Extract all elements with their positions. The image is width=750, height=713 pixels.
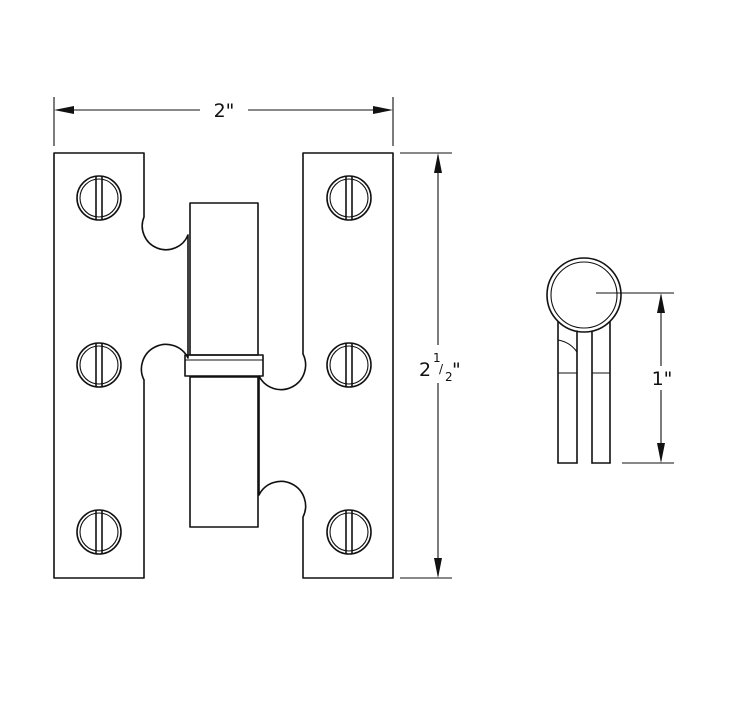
- screw-top-left: [76, 175, 122, 221]
- screw-bottom-left: [76, 509, 122, 555]
- height-numerator: 1: [433, 351, 441, 365]
- width-dimension-label: 2": [214, 100, 235, 122]
- screw-mid-left: [76, 342, 122, 388]
- height-inch-mark: ": [452, 359, 461, 381]
- right-leaf: [258, 152, 394, 579]
- screw-mid-right: [326, 342, 372, 388]
- upper-knuckle: [189, 202, 259, 356]
- screw-top-right: [326, 175, 372, 221]
- height-whole: 2: [419, 359, 431, 381]
- pin-collar: [184, 354, 264, 377]
- hinge-side-view: [546, 257, 622, 464]
- left-leaf: [53, 152, 189, 579]
- lower-knuckle: [189, 376, 259, 528]
- projection-dimension: 1": [596, 292, 680, 464]
- screw-bottom-right: [326, 509, 372, 555]
- height-dimension: 2 1 / 2 ": [400, 152, 464, 579]
- barrel-inner: [550, 261, 618, 329]
- height-denominator: 2: [445, 370, 453, 384]
- width-dimension: 2": [53, 97, 394, 146]
- projection-dimension-label: 1": [652, 368, 673, 390]
- barrel-outer: [546, 257, 622, 333]
- hinge-front-view: [53, 152, 394, 579]
- height-slash: /: [439, 362, 444, 376]
